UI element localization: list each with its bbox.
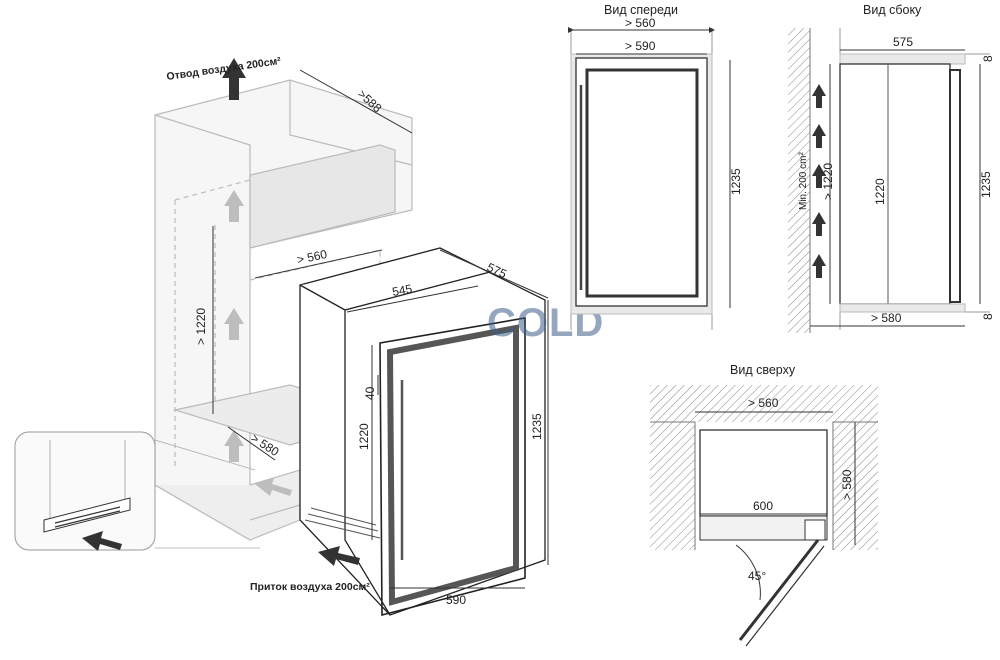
outlet-arrow-icon xyxy=(222,58,246,100)
side-bottom-gap: 8 xyxy=(981,313,995,320)
top-door-angle: 45° xyxy=(748,569,766,583)
side-niche-height: > 1220 xyxy=(821,163,835,200)
iso-niche-dim-lines xyxy=(212,69,413,461)
top-door-width: 600 xyxy=(753,499,773,513)
iso-unit-door xyxy=(379,317,526,617)
iso-door-gap: 40 xyxy=(363,386,377,400)
front-view xyxy=(568,27,731,330)
iso-unit xyxy=(299,247,546,616)
iso-unit-width: 590 xyxy=(446,593,466,607)
top-niche-depth: > 580 xyxy=(840,469,854,500)
iso-air-arrows xyxy=(224,190,292,496)
iso-unit-dim-lines xyxy=(346,249,549,589)
front-height: 1235 xyxy=(729,168,743,195)
front-niche-width: > 560 xyxy=(625,16,656,30)
side-min-vent: Min. 200 cm² xyxy=(798,152,809,210)
front-unit-width: > 590 xyxy=(625,39,656,53)
iso-unit-inner-height: 1220 xyxy=(357,423,371,450)
inlet-arrow-icon xyxy=(318,546,360,566)
side-view-title: Вид сбоку xyxy=(863,3,922,17)
top-view xyxy=(650,385,878,647)
iso-niche-height: > 1220 xyxy=(194,308,208,345)
front-view-title: Вид спереди xyxy=(604,3,678,17)
detail-callout xyxy=(14,431,260,551)
side-view xyxy=(788,28,990,333)
side-depth: 575 xyxy=(893,35,913,49)
top-niche-width: > 560 xyxy=(748,396,779,410)
iso-unit-inner-width: 545 xyxy=(391,282,413,299)
air-outlet-label: Отвод воздуха 200см² xyxy=(166,55,282,83)
iso-niche-width: > 560 xyxy=(296,247,329,267)
side-height: 1235 xyxy=(979,171,993,198)
side-top-gap: 8 xyxy=(981,55,995,62)
iso-unit-height: 1235 xyxy=(530,413,544,440)
side-niche-depth: > 580 xyxy=(871,311,902,325)
side-inner-height: 1220 xyxy=(873,178,887,205)
side-vent-arrows xyxy=(812,84,826,278)
iso-unit-grille xyxy=(304,507,381,539)
top-view-title: Вид сверху xyxy=(730,363,796,377)
air-inlet-label: Приток воздуха 200см² xyxy=(250,581,370,593)
